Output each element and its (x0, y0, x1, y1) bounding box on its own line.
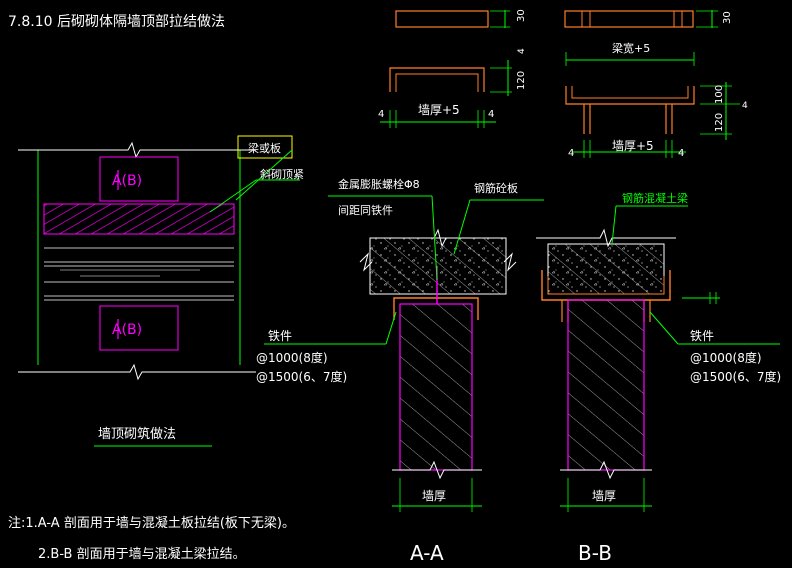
note-2: 2.B-B 剖面用于墙与混凝土梁拉结。 (38, 546, 246, 562)
dim-30-b: 30 (722, 11, 733, 24)
page-title: 7.8.10 后砌砌体隔墙顶部拉结做法 (8, 14, 225, 30)
detail-beam5: 梁宽+5 (612, 41, 650, 55)
note-1: 注:1.A-A 剖面用于墙与混凝土板拉结(板下无梁)。 (8, 515, 295, 531)
dim-4-a: 4 (517, 48, 527, 54)
dim-4-d: 4 (568, 148, 574, 159)
section-a-label: A-A (410, 541, 444, 565)
wall-elevation (18, 135, 300, 381)
dim-4-f: 4 (742, 101, 748, 111)
dim-4-e: 4 (678, 148, 684, 159)
dim-120-b: 120 (714, 113, 725, 132)
section-a (264, 195, 544, 512)
section-b (536, 205, 780, 512)
dim-4-c: 4 (488, 109, 494, 120)
iron-label-b: 铁件 (690, 329, 714, 343)
iron-spacing-b-1: @1000(8度) (690, 350, 762, 365)
detail-sketches (380, 10, 740, 158)
iron-label-a: 铁件 (268, 329, 292, 343)
detail-wall5-a: 墙厚+5 (418, 103, 460, 117)
dim-100: 100 (714, 85, 725, 104)
iron-spacing-a-1: @1000(8度) (256, 350, 328, 365)
wall-thickness-b: 墙厚 (592, 489, 616, 503)
spacing-same-label: 间距同铁件 (338, 204, 393, 217)
beam-or-slab-label: 梁或板 (248, 141, 281, 155)
ab-label-top: A(B) (112, 173, 142, 189)
dim-30-a: 30 (516, 9, 527, 22)
rc-beam-label: 钢筋混凝土梁 (622, 191, 688, 205)
oblique-brick-label: 斜砌顶紧 (260, 168, 304, 181)
detail-wall5-b: 墙厚+5 (612, 139, 654, 153)
rc-slab-label: 钢筋砼板 (474, 181, 518, 195)
ab-label-bottom: A(B) (112, 322, 142, 338)
section-b-label: B-B (578, 541, 612, 565)
dim-120-a: 120 (516, 71, 527, 90)
expansion-bolt-label: 金属膨胀螺栓Φ8 (338, 177, 420, 191)
wall-thickness-a: 墙厚 (422, 489, 446, 503)
iron-spacing-a-2: @1500(6、7度) (256, 369, 347, 384)
iron-spacing-b-2: @1500(6、7度) (690, 369, 781, 384)
dim-4-b: 4 (378, 109, 384, 120)
wall-top-method-label: 墙顶砌筑做法 (98, 426, 176, 442)
